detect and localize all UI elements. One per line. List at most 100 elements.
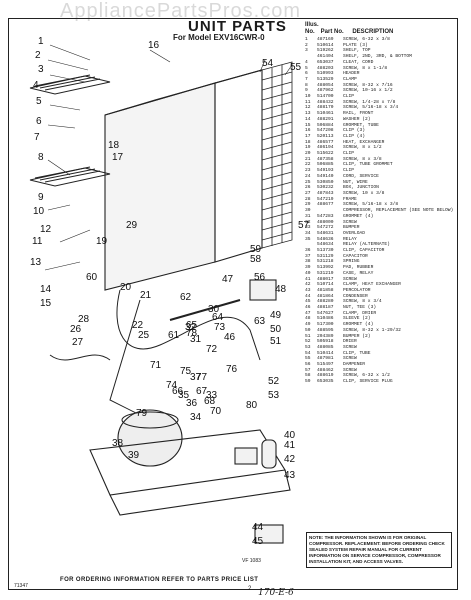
part-key: 37 xyxy=(305,253,311,259)
part-number: 520113 xyxy=(317,133,334,139)
callout-number: 52 xyxy=(268,376,280,387)
drier-tube xyxy=(169,299,241,321)
parts-list-header: Illus. No. Part No. DESCRIPTION xyxy=(305,22,393,36)
part-number: 488017 xyxy=(317,276,334,282)
callout-number: 54 xyxy=(262,58,274,69)
callout-labels: 1234567891011121314151617181920212225262… xyxy=(30,36,310,547)
callout-number: 13 xyxy=(30,257,42,268)
part-description: PERCOLATOR xyxy=(343,287,371,293)
part-number: 488619 xyxy=(317,373,334,379)
part-number: 513529 xyxy=(317,76,334,82)
part-description: CLIP, SERVICE PLUG xyxy=(343,379,393,385)
part-key: 4 xyxy=(305,59,308,65)
callout-number: 43 xyxy=(284,470,296,481)
part-key: 57 xyxy=(305,367,311,373)
corner-code: 71347 xyxy=(14,583,28,589)
part-description: RELAY xyxy=(343,236,357,242)
callout-number: 37 xyxy=(190,372,202,383)
callout-number: 49 xyxy=(270,310,282,321)
part-number: 514700 xyxy=(317,94,334,100)
callout-number: 22 xyxy=(132,320,144,331)
part-description: PLATE (3) xyxy=(343,42,368,48)
part-number: 486577 xyxy=(317,139,334,145)
part-key: 56 xyxy=(305,362,311,368)
part-number: 481858 xyxy=(317,287,334,293)
part-number: 510614 xyxy=(317,42,334,48)
part-key: 39 xyxy=(305,265,311,271)
part-description: HEAT, EXCHANGER xyxy=(343,139,385,145)
cabinet-side xyxy=(214,69,263,263)
part-number: 488000 xyxy=(317,219,334,225)
page-title: UNIT PARTS xyxy=(188,18,287,35)
part-description: SLEEVE (2) xyxy=(343,316,371,322)
callout-number: 70 xyxy=(210,406,222,417)
callout-number: 20 xyxy=(120,282,132,293)
part-description: SCREW xyxy=(343,367,357,373)
col-part: Part No. xyxy=(320,29,344,35)
part-key: 49 xyxy=(305,322,311,328)
shelves xyxy=(29,74,111,187)
part-description: GROMMET (4) xyxy=(343,322,374,328)
part-key: 20 xyxy=(305,151,311,157)
part-description: CAPACITOR xyxy=(343,253,368,259)
part-key: 6 xyxy=(305,71,308,77)
part-description: SCREW, 10-16 x 1/2 xyxy=(343,88,393,94)
handwritten-note: 170-E-6 xyxy=(258,588,294,598)
part-description: SCREW, 8 x 1/2 xyxy=(343,145,382,151)
part-description: CLAMP, HEAT EXCHANGER xyxy=(343,282,401,288)
part-number: 506885 xyxy=(317,162,334,168)
callout-number: 4 xyxy=(33,80,39,91)
compressor xyxy=(117,409,183,467)
callout-number: 10 xyxy=(33,206,45,217)
part-description: CLEAT, CORD xyxy=(343,59,374,65)
callout-number: 35 xyxy=(178,390,190,401)
callout-number: 80 xyxy=(246,400,258,411)
part-description: CASE, RELAY xyxy=(343,270,374,276)
callout-number: 61 xyxy=(168,330,180,341)
callout-number: 31 xyxy=(190,334,202,345)
part-key: 32 xyxy=(305,219,311,225)
callout-number: 64 xyxy=(212,312,224,323)
part-key: 38 xyxy=(305,259,311,265)
junction-box xyxy=(249,279,277,301)
part-description: DAMPENER xyxy=(343,362,366,368)
part-key: 17 xyxy=(305,133,311,139)
part-description: CORD, SERVICE xyxy=(343,173,379,179)
callout-number: 32 xyxy=(185,322,197,333)
callout-number: 30 xyxy=(208,304,220,315)
part-number: 487358 xyxy=(317,156,334,162)
callout-number: 56 xyxy=(254,272,266,283)
part-description: SCREW, 5/16-18 x 3/4 xyxy=(343,105,399,111)
part-description: HEADER xyxy=(343,71,360,77)
part-description: DRIER xyxy=(343,339,357,345)
callout-number: 19 xyxy=(96,236,108,247)
part-key: 58 xyxy=(305,373,311,379)
watermark: AppliancePartsPros.com xyxy=(60,0,301,22)
part-number: 486194 xyxy=(317,145,334,151)
part-description: CLIP, TUBE GROMMET xyxy=(343,162,393,168)
part-description: CLIP xyxy=(343,151,355,157)
callout-number: 9 xyxy=(38,192,44,203)
callout-number: 76 xyxy=(226,364,238,375)
part-description: CONDENSER xyxy=(343,293,368,299)
part-key: 28 xyxy=(305,196,311,202)
part-key: 53 xyxy=(305,344,311,350)
callout-number: 39 xyxy=(128,450,140,461)
part-key: 45 xyxy=(305,299,311,305)
